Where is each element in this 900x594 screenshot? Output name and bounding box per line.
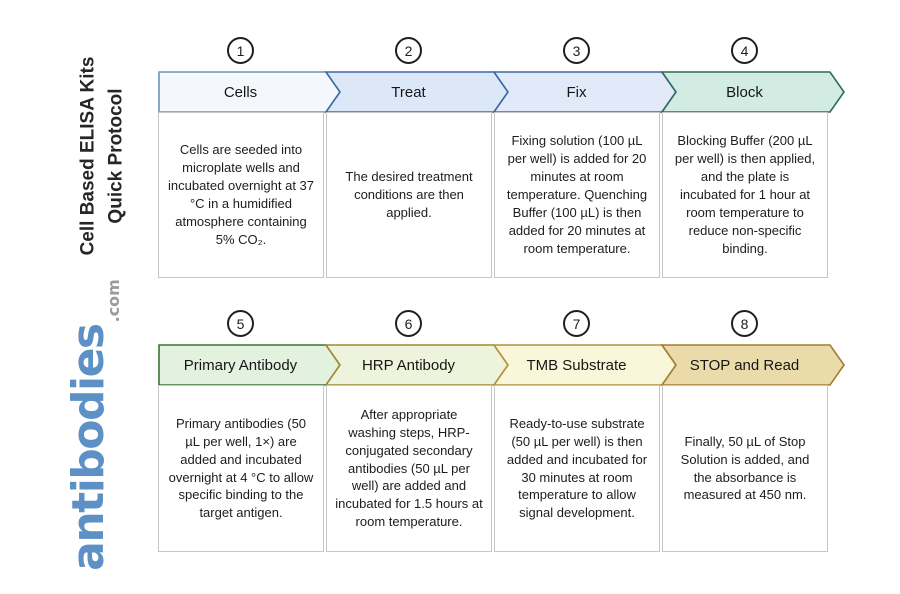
step-3-number-badge: 3: [563, 37, 590, 64]
page-title-line2: Quick Protocol: [105, 88, 126, 224]
arrow-step-8: [660, 344, 845, 386]
step-2-number-badge: 2: [395, 37, 422, 64]
page-title: Cell Based ELISA Kits Quick Protocol: [74, 57, 129, 256]
step-5-number-badge: 5: [227, 310, 254, 337]
step-5-description: Primary antibodies (50 µL per well, 1×) …: [158, 385, 324, 552]
step-1-label: Cells: [223, 83, 258, 101]
process-arrows-row1: [158, 71, 845, 113]
step-8-number-badge: 8: [731, 310, 758, 337]
brand-logo: antibodies .com: [63, 279, 123, 571]
step-4-label: Block: [726, 83, 763, 101]
step-2-label: Treat: [391, 83, 426, 101]
step-7-description: Ready-to-use substrate (50 µL per well) …: [494, 385, 660, 552]
process-arrows-row2: [158, 344, 845, 386]
brand-tld: .com: [104, 279, 123, 323]
step-7-number-badge: 7: [563, 310, 590, 337]
step-1-number-badge: 1: [227, 37, 254, 64]
step-8-description: Finally, 50 µL of Stop Solution is added…: [662, 385, 828, 552]
step-2-description: The desired treatment conditions are the…: [326, 112, 492, 278]
brand-name: antibodies: [63, 324, 114, 571]
step-3-description: Fixing solution (100 µL per well) is add…: [494, 112, 660, 278]
step-5-label: Primary Antibody: [183, 356, 298, 374]
page-title-line1: Cell Based ELISA Kits: [77, 56, 99, 256]
step-6-description: After appropriate washing steps, HRP-con…: [326, 385, 492, 552]
arrow-step-4: [660, 71, 845, 113]
step-8-label: STOP and Read: [689, 356, 800, 374]
step-6-number-badge: 6: [395, 310, 422, 337]
step-4-description: Blocking Buffer (200 µL per well) is the…: [662, 112, 828, 278]
step-4-number-badge: 4: [731, 37, 758, 64]
step-1-description: Cells are seeded into microplate wells a…: [158, 112, 324, 278]
step-6-label: HRP Antibody: [361, 356, 456, 374]
step-3-label: Fix: [566, 83, 587, 101]
step-7-label: TMB Substrate: [526, 356, 627, 374]
